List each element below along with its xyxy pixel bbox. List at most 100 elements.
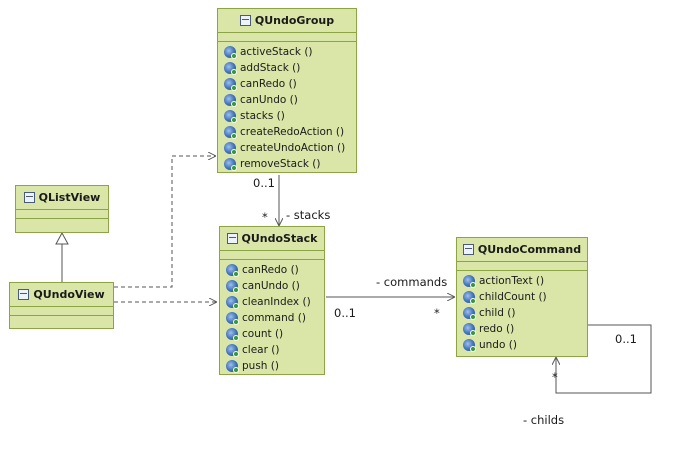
method-icon [224, 110, 237, 123]
method-icon [224, 126, 237, 139]
method-icon [463, 323, 476, 336]
operation-label: createUndoAction () [240, 142, 346, 154]
operation-label: stacks () [240, 110, 285, 122]
operation-label: createRedoAction () [240, 126, 345, 138]
operation-item[interactable]: redo () [463, 321, 587, 337]
attributes-compartment [218, 33, 356, 42]
class-header: QUndoGroup [218, 9, 356, 33]
operation-item[interactable]: cleanIndex () [226, 294, 324, 310]
operation-item[interactable]: addStack () [224, 60, 356, 76]
operation-label: addStack () [240, 62, 301, 74]
operation-label: undo () [479, 339, 517, 351]
class-icon [239, 15, 251, 26]
inheritance-arrowhead [55, 231, 69, 245]
class-header: QUndoStack [220, 227, 324, 251]
multiplicity-stack-commands-target: * [434, 306, 440, 320]
operation-label: redo () [479, 323, 515, 335]
attributes-compartment [220, 251, 324, 260]
operations-compartment: canRedo () canUndo () cleanIndex () comm… [220, 260, 324, 376]
method-icon [226, 280, 239, 293]
class-name: QUndoView [33, 288, 105, 301]
operation-label: count () [242, 328, 284, 340]
method-icon [224, 94, 237, 107]
method-icon [226, 296, 239, 309]
multiplicity-parent: 0..1 [615, 332, 637, 346]
operation-item[interactable]: createUndoAction () [224, 140, 356, 156]
method-icon [463, 307, 476, 320]
operation-label: childCount () [479, 291, 547, 303]
method-icon [224, 46, 237, 59]
method-icon [224, 78, 237, 91]
operations-compartment: activeStack () addStack () canRedo () ca… [218, 42, 356, 174]
method-icon [226, 312, 239, 325]
operation-item[interactable]: canRedo () [226, 262, 324, 278]
multiplicity-group-side: 0..1 [253, 176, 275, 190]
method-icon [224, 62, 237, 75]
operation-item[interactable]: canUndo () [224, 92, 356, 108]
method-icon [463, 291, 476, 304]
dependency-view-to-group [114, 156, 216, 288]
role-childs: - childs [523, 413, 565, 427]
operation-label: canRedo () [242, 264, 299, 276]
attributes-compartment [457, 262, 587, 271]
operation-label: command () [242, 312, 306, 324]
method-icon [463, 339, 476, 352]
operation-label: activeStack () [240, 46, 313, 58]
multiplicity-stack-side: * [262, 210, 268, 224]
method-icon [224, 142, 237, 155]
operation-item[interactable]: undo () [463, 337, 587, 353]
operation-item[interactable]: push () [226, 358, 324, 374]
attributes-compartment [10, 307, 113, 316]
operation-label: canUndo () [242, 280, 300, 292]
class-name: QUndoCommand [477, 243, 582, 256]
class-qundogroup[interactable]: QUndoGroup activeStack () addStack () ca… [217, 8, 357, 173]
operation-item[interactable]: activeStack () [224, 44, 356, 60]
class-icon [462, 244, 474, 255]
operation-item[interactable]: command () [226, 310, 324, 326]
operations-compartment: actionText () childCount () child () red… [457, 271, 587, 355]
class-name: QUndoGroup [254, 14, 335, 27]
class-qundoview[interactable]: QUndoView [9, 282, 114, 329]
operation-item[interactable]: createRedoAction () [224, 124, 356, 140]
method-icon [226, 264, 239, 277]
method-icon [226, 328, 239, 341]
operation-item[interactable]: childCount () [463, 289, 587, 305]
class-icon [226, 233, 238, 244]
method-icon [226, 360, 239, 373]
operation-label: removeStack () [240, 158, 321, 170]
self-association-childs [556, 324, 652, 394]
operation-label: push () [242, 360, 279, 372]
operation-label: actionText () [479, 275, 545, 287]
role-commands: - commands [376, 275, 448, 289]
operation-item[interactable]: canRedo () [224, 76, 356, 92]
class-icon [18, 289, 30, 300]
operation-item[interactable]: actionText () [463, 273, 587, 289]
class-header: QUndoView [10, 283, 113, 307]
class-qlistview[interactable]: QListView [15, 185, 109, 233]
class-name: QUndoStack [241, 232, 318, 245]
operation-label: child () [479, 307, 516, 319]
role-stacks: - stacks [286, 208, 331, 222]
method-icon [224, 158, 237, 171]
operation-label: clear () [242, 344, 280, 356]
class-qundostack[interactable]: QUndoStack canRedo () canUndo () cleanIn… [219, 226, 325, 375]
attributes-compartment [16, 210, 108, 219]
operation-item[interactable]: stacks () [224, 108, 356, 124]
class-header: QListView [16, 186, 108, 210]
operation-item[interactable]: child () [463, 305, 587, 321]
operation-item[interactable]: clear () [226, 342, 324, 358]
multiplicity-child: * [552, 370, 558, 384]
operation-label: canRedo () [240, 78, 297, 90]
class-qundocommand[interactable]: QUndoCommand actionText () childCount ()… [456, 237, 588, 357]
operation-label: cleanIndex () [242, 296, 311, 308]
operation-item[interactable]: removeStack () [224, 156, 356, 172]
method-icon [226, 344, 239, 357]
operation-item[interactable]: canUndo () [226, 278, 324, 294]
class-icon [23, 192, 35, 203]
class-name: QListView [38, 191, 101, 204]
method-icon [463, 275, 476, 288]
class-header: QUndoCommand [457, 238, 587, 262]
operation-item[interactable]: count () [226, 326, 324, 342]
